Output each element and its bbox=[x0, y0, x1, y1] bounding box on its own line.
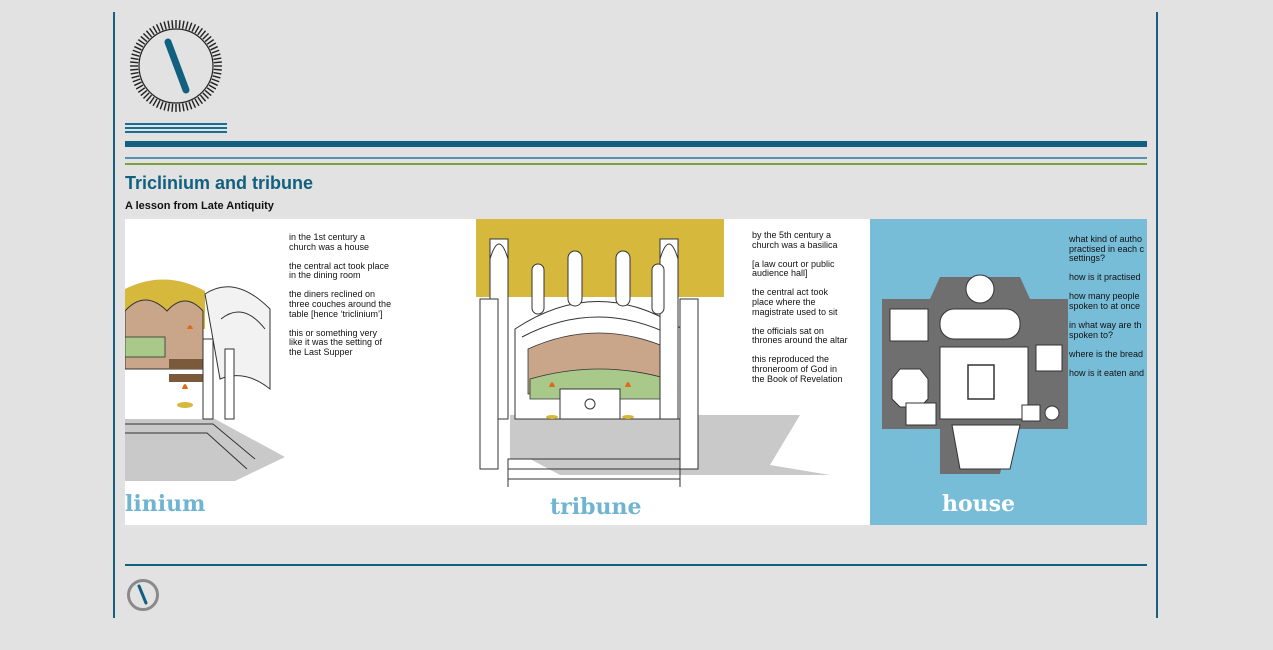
note: in the 1st century a church was a house bbox=[289, 232, 370, 252]
page-title: Triclinium and tribune bbox=[125, 173, 314, 193]
note: where is the bread bbox=[1069, 348, 1144, 359]
house-panel: house what kind of autho practised in ea… bbox=[870, 219, 1147, 525]
note: what kind of autho practised in each c s… bbox=[1069, 234, 1145, 264]
small-logo-icon[interactable] bbox=[126, 578, 160, 612]
logo-stripes bbox=[125, 123, 227, 135]
header-rule-thick bbox=[125, 141, 1147, 147]
note: how is it eaten and bbox=[1069, 367, 1145, 378]
header-rule-blue bbox=[125, 157, 1147, 159]
footer-rule bbox=[125, 564, 1147, 566]
tribune-panel: tribune by the 5th century a church was … bbox=[470, 219, 870, 525]
header-rule-green bbox=[125, 163, 1147, 165]
left-border-line bbox=[113, 12, 115, 618]
house-plan-sketch bbox=[882, 274, 1068, 474]
note: the officials sat on thrones around the … bbox=[752, 325, 848, 346]
page-subtitle: A lesson from Late Antiquity bbox=[125, 200, 274, 212]
clock-dial-logo-icon[interactable] bbox=[128, 18, 224, 114]
house-notes: what kind of autho practised in each c s… bbox=[1069, 234, 1145, 388]
note: the diners reclined on three couches aro… bbox=[289, 289, 392, 319]
triclinium-sketch bbox=[125, 279, 285, 481]
tribune-notes: by the 5th century a church was a basili… bbox=[752, 230, 848, 394]
triclinium-word: linium bbox=[125, 491, 206, 517]
triclinium-panel: linium in the 1st century a church was a… bbox=[125, 219, 470, 525]
note: this or something very like it was the s… bbox=[289, 327, 383, 357]
note: [a law court or public audience hall] bbox=[752, 258, 835, 279]
house-word: house bbox=[942, 491, 1016, 517]
basilica-sketch bbox=[470, 219, 830, 487]
note: the central act took place in the dining… bbox=[289, 260, 390, 281]
note: how is it practised bbox=[1069, 272, 1141, 283]
right-border-line bbox=[1156, 12, 1158, 618]
lesson-banner: linium in the 1st century a church was a… bbox=[125, 219, 1147, 525]
tribune-word: tribune bbox=[550, 494, 642, 520]
note: this reproduced the throneroom of God in… bbox=[752, 354, 843, 384]
note: by the 5th century a church was a basili… bbox=[752, 230, 838, 250]
triclinium-notes: in the 1st century a church was a house … bbox=[289, 232, 392, 367]
note: in what way are th spoken to? bbox=[1069, 320, 1142, 340]
note: the central act took place where the mag… bbox=[752, 287, 838, 317]
note: how many people spoken to at once bbox=[1069, 291, 1141, 311]
